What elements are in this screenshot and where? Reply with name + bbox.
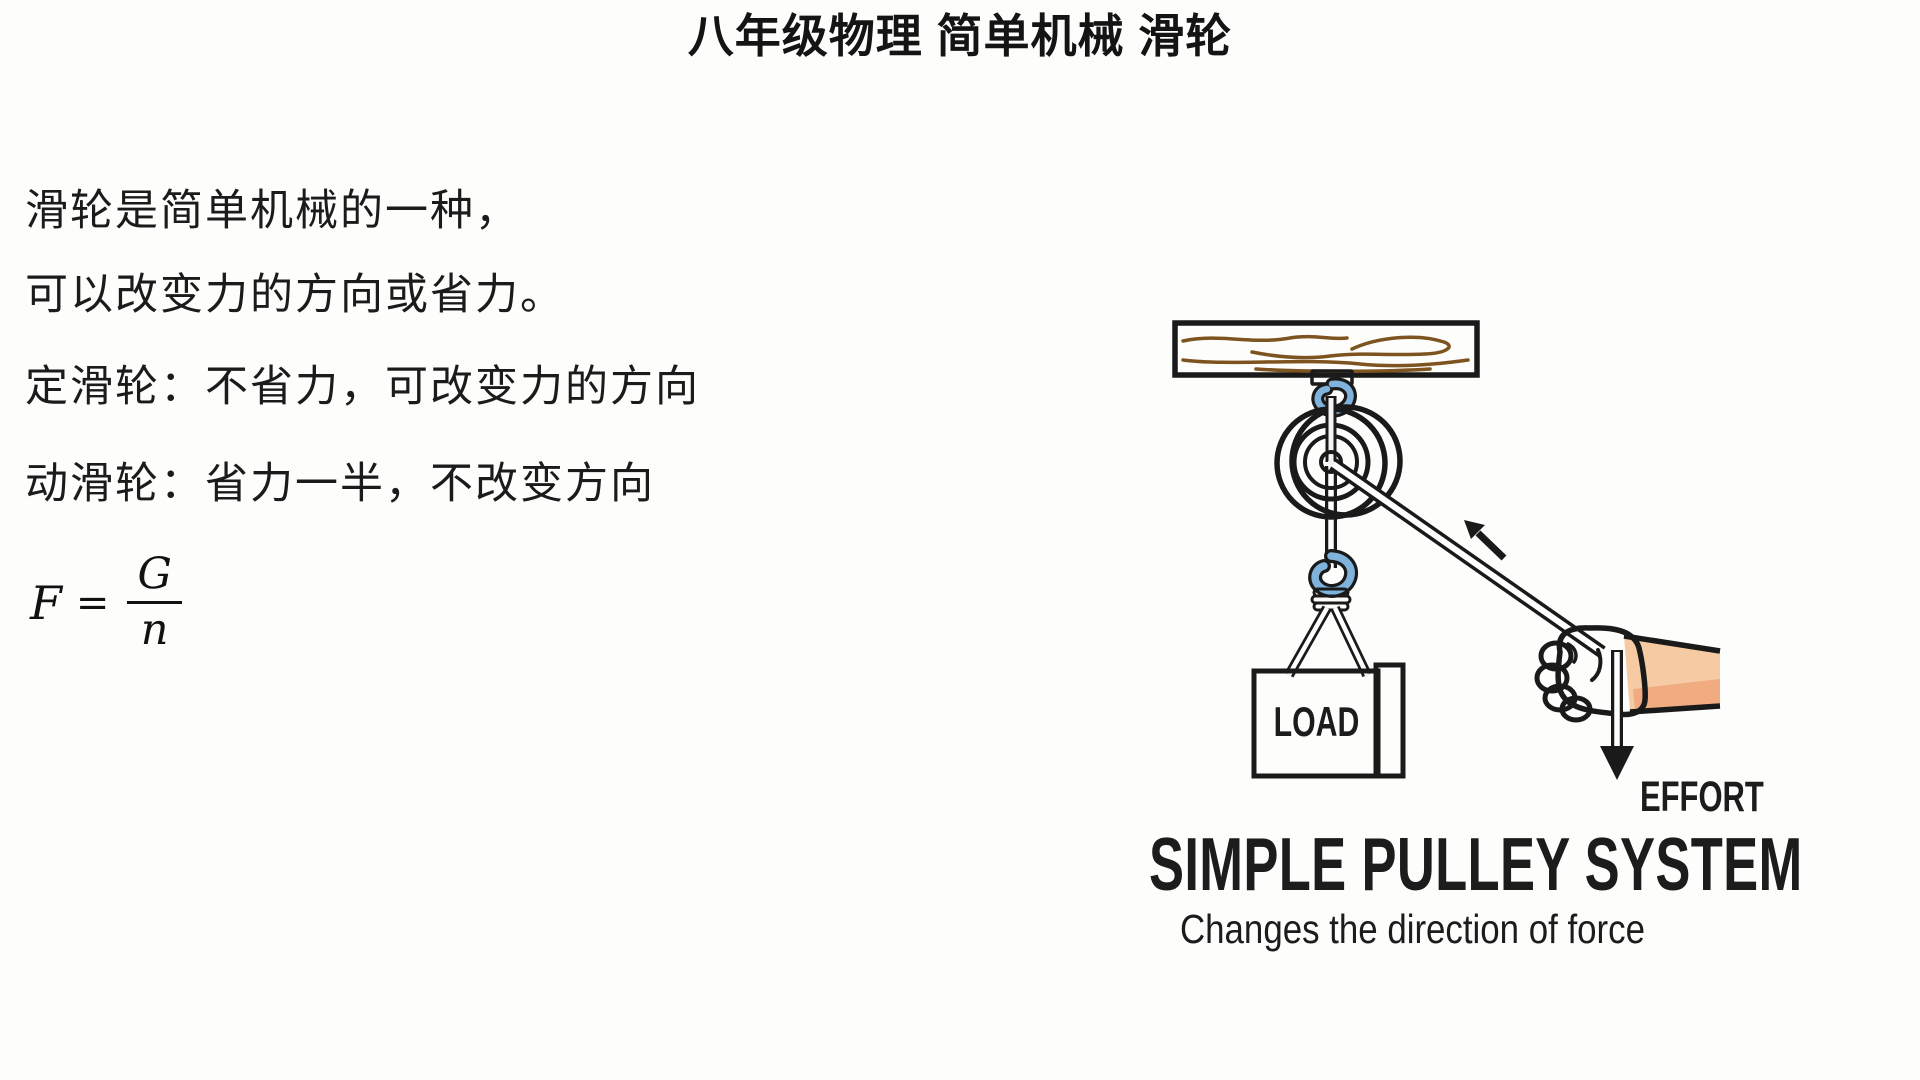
effort-rope-diagonal [1331, 461, 1604, 655]
diagram-subtitle: Changes the direction of force [1180, 906, 1645, 952]
forearm-top-outline [1623, 633, 1721, 654]
load-box-front-face [1251, 668, 1381, 779]
sling-right [1332, 607, 1370, 676]
beam-grain-line [1181, 358, 1470, 368]
pulley-axle-center [1328, 459, 1334, 465]
knuckle-crease [1590, 648, 1603, 682]
note-line-3: 定滑轮：不省力，可改变力的方向 [25, 363, 700, 411]
diagram-title-wrap: SIMPLE PULLEY SYSTEM [1149, 827, 1920, 902]
formula-equals-sign: = [75, 579, 110, 626]
finger [1538, 640, 1574, 672]
finger [1559, 695, 1593, 723]
thumb-crease [1566, 642, 1578, 664]
diagram-subtitle-wrap: Changes the direction of force [1180, 906, 1727, 953]
formula-numerator: G [127, 551, 182, 605]
note-line-2: 可以改变力的方向或省力。 [25, 271, 565, 319]
load-label: LOAD [1273, 698, 1359, 745]
arrow-shaft [1475, 530, 1507, 561]
beam-grain-swirl [1250, 335, 1451, 360]
finger [1534, 662, 1570, 694]
formula-denominator: n [140, 605, 169, 656]
arrow-head [1464, 520, 1485, 539]
load-box [1251, 662, 1406, 779]
note-line-1: 滑轮是简单机械的一种， [25, 187, 520, 235]
load-hook-icon [1311, 552, 1355, 595]
binding-band [1312, 601, 1350, 612]
effort-label-wrap: EFFORT [1640, 773, 1812, 822]
diagram-title: SIMPLE PULLEY SYSTEM [1149, 822, 1803, 906]
formula-fraction: G n [127, 551, 182, 656]
pulley-wheel [1274, 396, 1403, 520]
beam-grain-line [1181, 334, 1349, 343]
note-line-4: 动滑轮：省力一半，不改变方向 [25, 460, 655, 508]
fist [1555, 625, 1648, 718]
forearm-bottom-outline [1629, 703, 1721, 715]
rope-direction-arrow-icon [1464, 520, 1507, 561]
hand-and-arm [1534, 625, 1721, 723]
forearm-shadow [1633, 679, 1720, 709]
formula-f-equals-g-over-n: F = G n [30, 551, 182, 656]
effort-label: EFFORT [1640, 773, 1764, 821]
load-label-wrap: LOAD [1254, 698, 1378, 746]
wooden-beam [1172, 320, 1480, 378]
beam-body [1172, 320, 1480, 378]
page-title: 八年级物理 简单机械 滑轮 [687, 10, 1233, 62]
effort-arrow-head [1600, 746, 1634, 780]
sling-left [1287, 606, 1329, 677]
formula-lhs: F [30, 575, 62, 630]
